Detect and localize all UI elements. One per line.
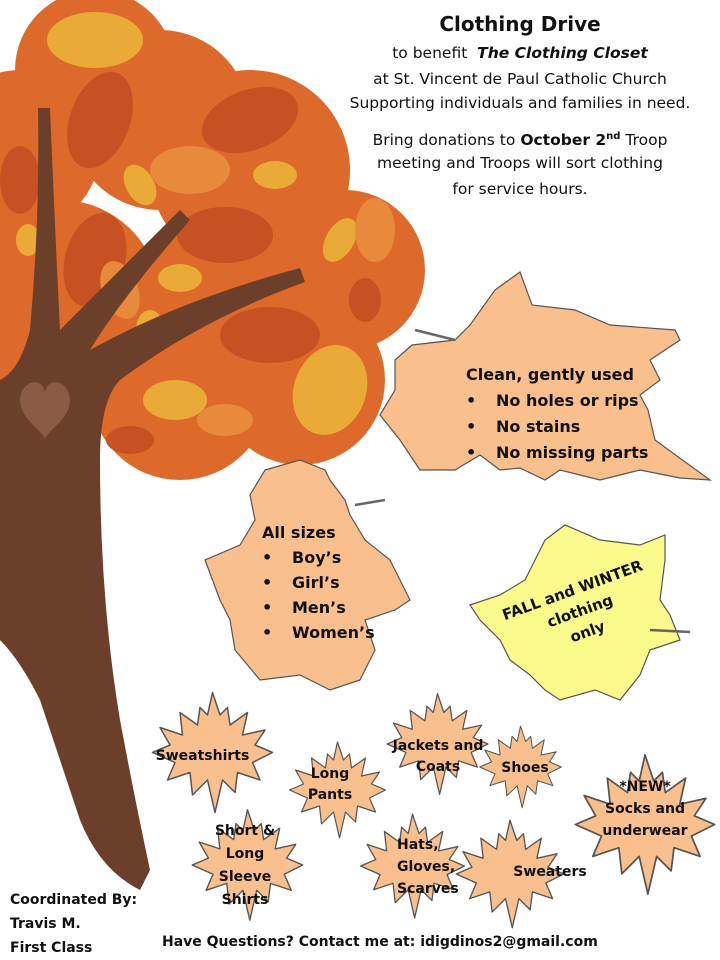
- item-label: Gloves,: [397, 859, 456, 875]
- item-label: underwear: [602, 823, 688, 839]
- item-label: Jackets and: [392, 738, 484, 754]
- tree-illustration: [0, 0, 425, 890]
- item-leaf-sweatshirts: Sweatshirts: [150, 746, 255, 767]
- item-label: Shoes: [501, 760, 549, 776]
- dropoff-suffix: Troop: [625, 131, 668, 150]
- item-leaf-hats: Hats, Gloves, Scarves: [385, 834, 477, 900]
- church-line: at St. Vincent de Paul Catholic Church: [373, 70, 667, 88]
- item-leaf-shoes: Shoes: [485, 758, 565, 779]
- item-leaf-sweaters: Sweaters: [500, 862, 600, 883]
- item-label: Shirts: [221, 892, 269, 908]
- condition-leaf: Clean, gently used No holes or rips No s…: [466, 362, 648, 466]
- item-label: Sleeve: [218, 869, 272, 885]
- dropoff-date-suffix: nd: [606, 131, 621, 142]
- item-label: Long: [225, 846, 265, 862]
- sizes-list: Boy’s Girl’s Men’s Women’s: [262, 545, 375, 645]
- coordinator-rank: First Class: [10, 940, 93, 956]
- condition-item: No missing parts: [466, 440, 648, 466]
- item-label: *NEW*: [619, 779, 671, 795]
- condition-list: No holes or rips No stains No missing pa…: [466, 388, 648, 466]
- sizes-heading: All sizes: [262, 523, 336, 542]
- item-leaf-shirts: Short & Long Sleeve Shirts: [205, 820, 285, 912]
- page-title: Clothing Drive: [439, 12, 601, 36]
- condition-item: No holes or rips: [466, 388, 648, 414]
- size-item: Women’s: [262, 620, 375, 645]
- size-item: Men’s: [262, 595, 375, 620]
- item-label: Sweaters: [513, 864, 587, 880]
- beneficiary-prefix: to benefit: [392, 44, 468, 62]
- item-leaf-socks: *NEW* Socks and underwear: [590, 776, 700, 842]
- season-leaf-shape: [469, 524, 681, 701]
- size-item: Boy’s: [262, 545, 375, 570]
- beneficiary-line: to benefit The Clothing Closet: [320, 42, 720, 64]
- item-label: Hats,: [397, 837, 439, 853]
- dropoff-line-2: meeting and Troops will sort clothing: [377, 154, 663, 172]
- condition-heading: Clean, gently used: [466, 365, 634, 384]
- item-label: Socks and: [605, 801, 685, 817]
- item-label: Pants: [307, 787, 353, 803]
- item-leaf-jackets: Jackets and Coats: [388, 736, 488, 778]
- item-label: Coats: [415, 759, 461, 775]
- dropoff-line: Bring donations to October 2nd Troop: [320, 126, 720, 151]
- item-label: Sweatshirts: [155, 748, 250, 764]
- coordinator-name: Travis M.: [10, 916, 81, 932]
- contact-line: Have Questions? Contact me at: idigdinos…: [162, 934, 598, 950]
- item-label: Scarves: [397, 881, 459, 897]
- item-label: Short &: [214, 823, 276, 839]
- item-label: Long: [310, 766, 350, 782]
- dropoff-date: October 2nd: [520, 131, 620, 149]
- coordinator-label: Coordinated By:: [10, 892, 138, 908]
- mission-line: Supporting individuals and families in n…: [349, 94, 691, 112]
- heart-carving-icon: [20, 382, 70, 440]
- condition-item: No stains: [466, 414, 648, 440]
- size-item: Girl’s: [262, 570, 375, 595]
- item-leaf-long-pants: Long Pants: [295, 764, 365, 806]
- dropoff-date-text: October 2: [520, 131, 607, 150]
- beneficiary-name: The Clothing Closet: [477, 44, 648, 62]
- dropoff-line-3: for service hours.: [452, 180, 588, 198]
- sizes-leaf: All sizes Boy’s Girl’s Men’s Women’s: [262, 520, 375, 645]
- dropoff-prefix: Bring donations to: [372, 131, 516, 150]
- coordinator-block: Coordinated By: Travis M. First Class: [10, 888, 137, 960]
